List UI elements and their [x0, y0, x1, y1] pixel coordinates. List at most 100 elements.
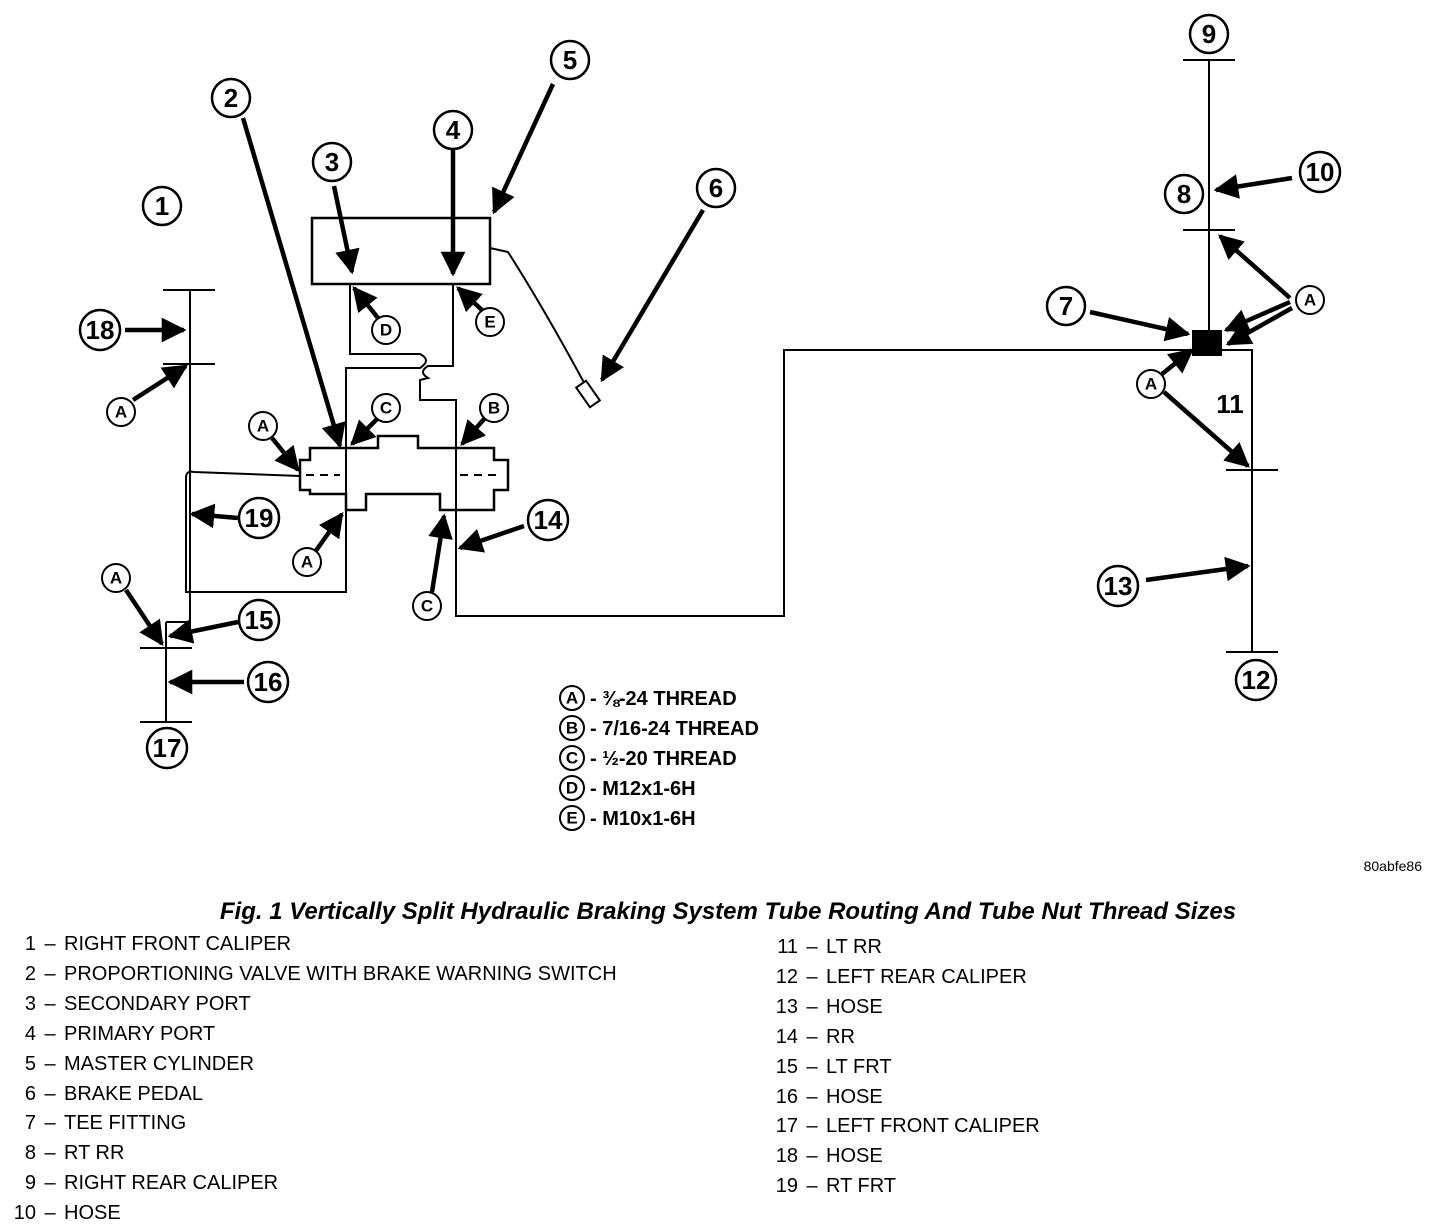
legend-row-b: B - 7/16-24 THREAD [559, 715, 759, 741]
list-item: 11–LT RR [777, 936, 882, 958]
svg-text:17: 17 [153, 733, 182, 763]
callout-5: 5 [549, 39, 591, 81]
figure-code: 80abfe86 [1363, 858, 1422, 874]
thread-e-port: E [475, 307, 505, 337]
list-item: 12–LEFT REAR CALIPER [775, 965, 1027, 988]
callout-10: 10 [1298, 150, 1342, 194]
svg-text:A: A [257, 417, 269, 436]
thread-a-valve-top: A [248, 411, 278, 441]
thread-d-port: D [371, 315, 401, 345]
svg-text:16: 16 [254, 667, 283, 697]
list-item: 5–MASTER CYLINDER [24, 1052, 255, 1075]
list-item: 3–SECONDARY PORT [24, 992, 251, 1015]
parts-list-left: 1–RIGHT FRONT CALIPER 2–PROPORTIONING VA… [0, 930, 617, 1229]
rr-tube [455, 349, 1196, 617]
svg-text:A: A [1304, 291, 1316, 310]
svg-text:4: 4 [446, 115, 461, 145]
list-item: 19–RT FRT [775, 1175, 897, 1198]
callout-2: 2 [210, 77, 252, 119]
svg-text:- M12x1-6H: - M12x1-6H [590, 778, 696, 800]
list-item: 6–BRAKE PEDAL [24, 1082, 203, 1105]
figure-caption: Fig. 1 Vertically Split Hydraulic Brakin… [219, 898, 1237, 925]
list-item: 16–HOSE [775, 1085, 883, 1108]
brake-pedal-shape [574, 379, 602, 409]
svg-text:- 7/16-24 THREAD: - 7/16-24 THREAD [590, 718, 759, 740]
callout-19: 19 [237, 496, 281, 540]
svg-text:10: 10 [1306, 157, 1335, 187]
list-item: 18–HOSE [775, 1145, 883, 1168]
svg-text:- ⅜-24 THREAD: - ⅜-24 THREAD [590, 688, 737, 710]
callout-7: 7 [1045, 285, 1087, 327]
callout-15: 15 [237, 598, 281, 642]
svg-text:D: D [380, 321, 392, 340]
parts-list-right: 11–LT RR 12–LEFT REAR CALIPER 13–HOSE 14… [762, 933, 1040, 1202]
svg-text:D: D [566, 779, 578, 798]
callout-8: 8 [1163, 173, 1205, 215]
svg-text:12: 12 [1242, 665, 1271, 695]
thread-c-valve-bottom: C [412, 591, 442, 621]
leader-arrows [124, 83, 1294, 695]
thread-a-15: A [101, 563, 131, 593]
svg-text:18: 18 [86, 315, 115, 345]
svg-text:C: C [380, 399, 392, 418]
thread-a-18: A [106, 397, 136, 427]
list-item: 13–HOSE [775, 995, 883, 1018]
tee-fitting-shape [1192, 330, 1222, 356]
svg-text:11: 11 [1216, 389, 1244, 419]
svg-text:2: 2 [224, 83, 238, 113]
svg-text:A: A [566, 689, 578, 708]
callout-16: 16 [246, 660, 290, 704]
brake-tube-routing-diagram: 1 2 3 4 5 6 7 8 9 10 11 12 13 14 15 16 1… [78, 13, 1342, 831]
svg-text:15: 15 [245, 605, 274, 635]
svg-text:C: C [421, 597, 433, 616]
proportioning-valve-shape [298, 434, 510, 512]
callout-13: 13 [1096, 564, 1140, 608]
rt-frt-tube [185, 470, 347, 593]
svg-text:7: 7 [1059, 291, 1073, 321]
svg-text:E: E [484, 313, 495, 332]
svg-text:A: A [110, 569, 122, 588]
callout-9: 9 [1188, 13, 1230, 55]
svg-text:19: 19 [245, 503, 274, 533]
callout-17: 17 [145, 726, 189, 770]
primary-port-tube [419, 284, 457, 448]
thread-legend: A - ⅜-24 THREAD B - 7/16-24 THREAD C - ½… [559, 685, 759, 831]
svg-text:B: B [566, 719, 578, 738]
list-item: 14–RR [775, 1025, 855, 1048]
thread-b-valve: B [479, 393, 509, 423]
svg-text:5: 5 [563, 45, 577, 75]
list-item: 7–TEE FITTING [24, 1112, 187, 1135]
legend-row-d: D - M12x1-6H [559, 775, 696, 801]
legend-row-e: E - M10x1-6H [559, 805, 696, 831]
svg-text:9: 9 [1202, 19, 1216, 49]
secondary-port-tube [345, 284, 427, 448]
svg-text:6: 6 [709, 173, 723, 203]
svg-text:B: B [488, 399, 500, 418]
svg-text:A: A [1145, 375, 1157, 394]
svg-text:3: 3 [325, 147, 339, 177]
list-item: 15–LT FRT [775, 1055, 892, 1078]
list-item: 1–RIGHT FRONT CALIPER [24, 933, 292, 955]
svg-text:- M10x1-6H: - M10x1-6H [590, 808, 696, 830]
thread-a-valve-bottom: A [292, 547, 322, 577]
lt-rr-tube [1222, 349, 1253, 470]
list-item: 17–LEFT FRONT CALIPER [775, 1115, 1040, 1138]
list-item: 9–RIGHT REAR CALIPER [24, 1172, 279, 1195]
thread-a-tee-left: A [1136, 369, 1166, 399]
svg-text:13: 13 [1104, 571, 1133, 601]
legend-row-c: C - ½-20 THREAD [559, 745, 737, 771]
svg-text:C: C [566, 749, 578, 768]
svg-text:14: 14 [534, 505, 563, 535]
callout-12: 12 [1234, 658, 1278, 702]
callout-1: 1 [141, 185, 183, 227]
callout-4: 4 [432, 109, 474, 151]
master-cylinder-shape [310, 216, 492, 286]
pedal-linkage [489, 247, 589, 391]
svg-text:1: 1 [155, 191, 169, 221]
thread-c-valve-top: C [371, 393, 401, 423]
callout-11: 11 [1216, 389, 1244, 419]
list-item: 4–PRIMARY PORT [24, 1022, 216, 1045]
svg-text:8: 8 [1177, 179, 1191, 209]
callout-14: 14 [526, 498, 570, 542]
list-item: 2–PROPORTIONING VALVE WITH BRAKE WARNING… [24, 962, 617, 985]
